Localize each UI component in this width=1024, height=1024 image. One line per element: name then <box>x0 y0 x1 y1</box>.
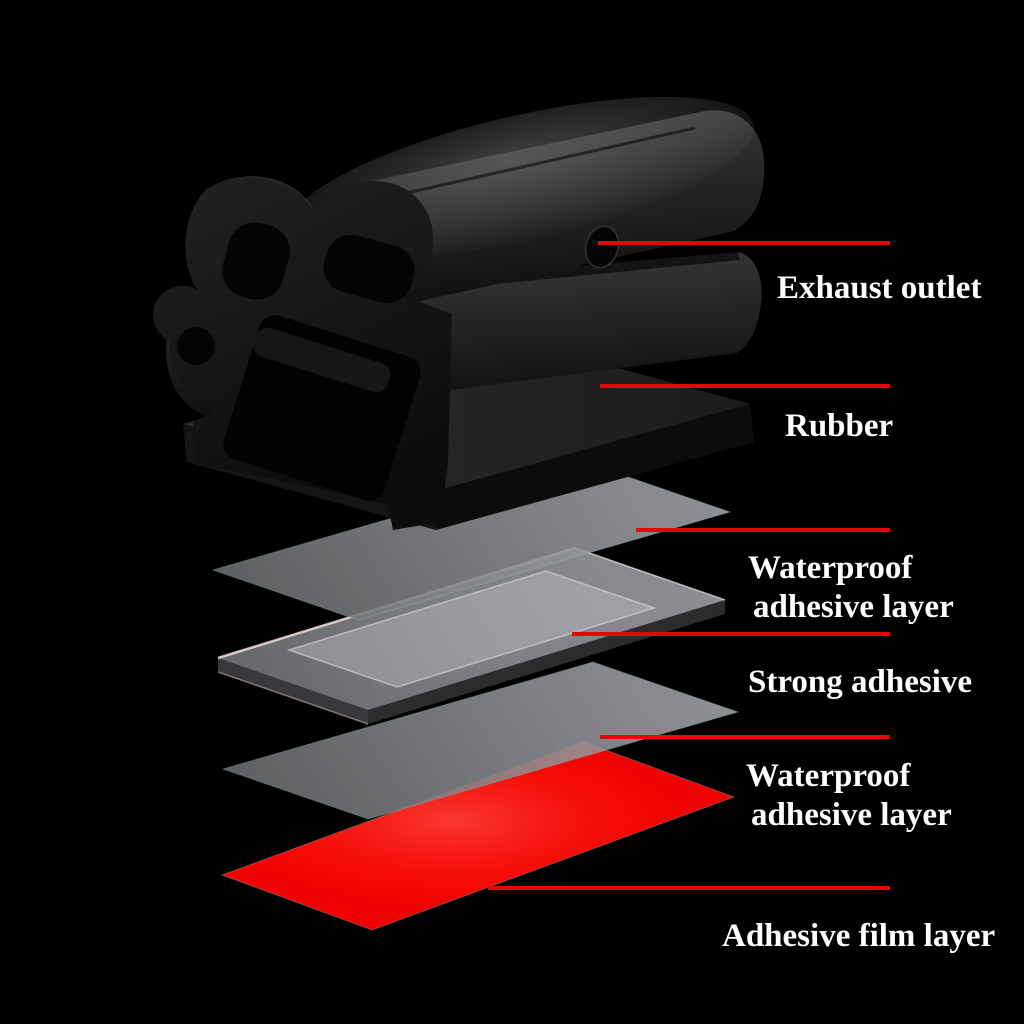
rubber-channel-hole-left <box>222 222 290 300</box>
rubber-channel-hole-right <box>323 234 415 304</box>
label-adhesive-film-layer: Adhesive film layer <box>722 918 996 954</box>
label-waterproof-adhesive-top: Waterproof adhesive layer <box>748 549 954 627</box>
label-waterproof-adhesive-bottom-line2: adhesive layer <box>751 797 952 833</box>
label-waterproof-adhesive-bottom: Waterproof adhesive layer <box>746 757 952 835</box>
label-waterproof-adhesive-top-line1: Waterproof <box>748 550 913 586</box>
label-rubber: Rubber <box>785 408 894 444</box>
label-strong-adhesive: Strong adhesive <box>748 664 973 700</box>
rubber-main-channel-inner-wall <box>253 327 391 393</box>
rubber-base-side <box>432 404 754 530</box>
label-exhaust-outlet: Exhaust outlet <box>777 270 982 306</box>
strong-adhesive-slab <box>217 546 726 725</box>
label-waterproof-adhesive-top-line2: adhesive layer <box>753 589 954 625</box>
exhaust-outlet-hole <box>584 225 620 269</box>
label-waterproof-adhesive-bottom-line1: Waterproof <box>746 758 911 794</box>
waterproof-adhesive-layer-bottom-sheet <box>221 661 740 820</box>
rubber-side-notch <box>177 327 215 365</box>
rubber-block <box>153 96 765 530</box>
